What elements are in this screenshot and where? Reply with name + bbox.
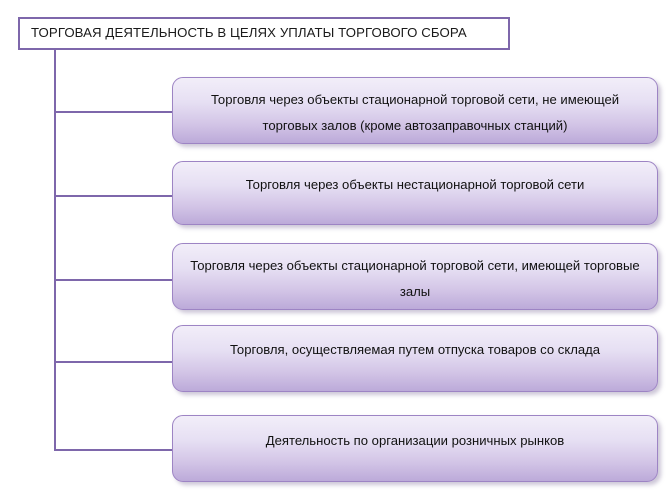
connector-trunk-line xyxy=(54,50,56,451)
diagram-node-4-label: Торговля, осуществляемая путем отпуска т… xyxy=(229,342,601,357)
connector-branch-5 xyxy=(54,449,174,451)
root-node-label: ТОРГОВАЯ ДЕЯТЕЛЬНОСТЬ В ЦЕЛЯХ УПЛАТЫ ТОР… xyxy=(31,25,467,41)
connector-branch-2 xyxy=(54,195,174,197)
diagram-node-4: Торговля, осуществляемая путем отпуска т… xyxy=(172,325,658,392)
root-node: ТОРГОВАЯ ДЕЯТЕЛЬНОСТЬ В ЦЕЛЯХ УПЛАТЫ ТОР… xyxy=(18,17,510,50)
connector-branch-1 xyxy=(54,111,174,113)
diagram-node-1: Торговля через объекты стационарной торг… xyxy=(172,77,658,144)
diagram-node-1-label: Торговля через объекты стационарной торг… xyxy=(210,92,620,133)
diagram-node-5: Деятельность по организации розничных ры… xyxy=(172,415,658,482)
diagram-node-2: Торговля через объекты нестационарной то… xyxy=(172,161,658,225)
diagram-node-5-label: Деятельность по организации розничных ры… xyxy=(265,433,565,448)
diagram-node-2-label: Торговля через объекты нестационарной то… xyxy=(245,177,585,192)
diagram-node-3-label: Торговля через объекты стационарной торг… xyxy=(190,258,640,299)
connector-branch-4 xyxy=(54,361,174,363)
diagram-node-3: Торговля через объекты стационарной торг… xyxy=(172,243,658,310)
connector-branch-3 xyxy=(54,279,174,281)
